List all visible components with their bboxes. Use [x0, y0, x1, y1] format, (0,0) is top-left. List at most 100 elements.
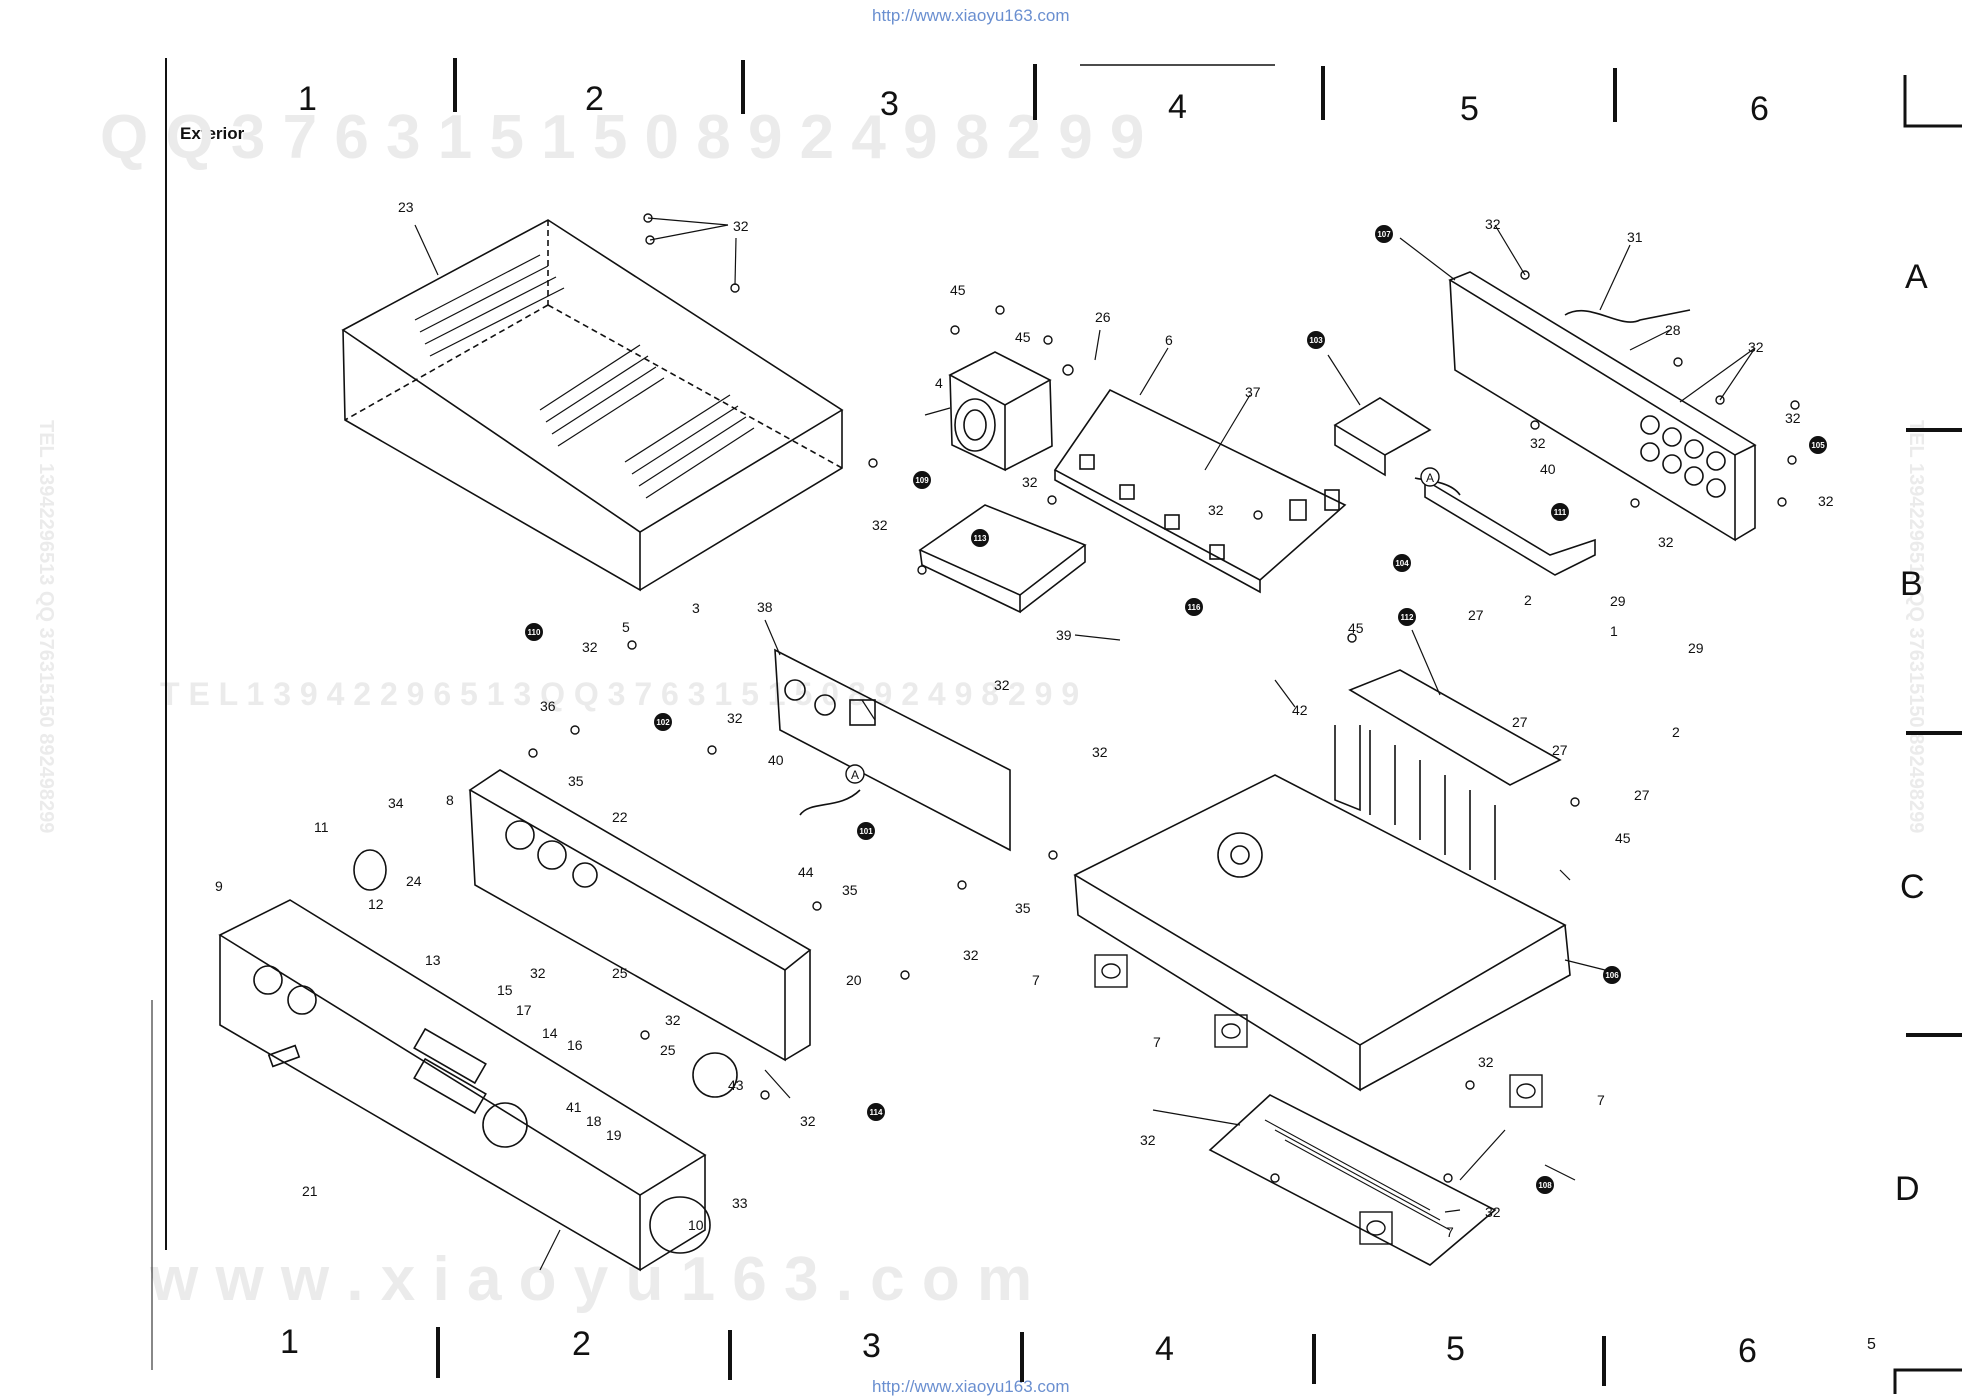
- callout-21: 21: [302, 1183, 318, 1199]
- callout-40: 40: [768, 752, 784, 768]
- ref-callout-113: 113: [974, 534, 987, 543]
- callout-31: 31: [1627, 229, 1643, 245]
- column-label-bottom-4: 4: [1155, 1330, 1174, 1368]
- callout-2: 2: [1672, 724, 1680, 740]
- callout-8: 8: [446, 792, 454, 808]
- callout-27: 27: [1634, 787, 1650, 803]
- connector-markers: A A: [845, 467, 1440, 784]
- callout-32: 32: [1478, 1054, 1494, 1070]
- callout-27: 27: [1512, 714, 1528, 730]
- callout-26: 26: [1095, 309, 1111, 325]
- grid-labels: 1 2 3 4 5 6 1 2 3 4 5 6 A B C D: [280, 80, 1928, 1370]
- callout-7: 7: [1032, 972, 1040, 988]
- column-label-top-5: 5: [1460, 90, 1479, 128]
- callout-40: 40: [1540, 461, 1556, 477]
- screws: [528, 213, 1800, 1183]
- callout-7: 7: [1446, 1224, 1454, 1240]
- callout-6: 6: [1165, 332, 1173, 348]
- watermarks: Q Q 3 7 6 3 1 5 1 5 0 8 9 2 4 9 8 2 9 9 …: [35, 103, 1927, 1314]
- header-url[interactable]: http://www.xiaoyu163.com: [872, 6, 1070, 25]
- callout-32: 32: [994, 677, 1010, 693]
- ref-callout-114: 114: [870, 1108, 883, 1117]
- callout-32: 32: [1658, 534, 1674, 550]
- callout-5: 5: [622, 619, 630, 635]
- callout-42: 42: [1292, 702, 1308, 718]
- callout-44: 44: [798, 864, 814, 880]
- column-label-top-2: 2: [585, 80, 604, 118]
- callout-24: 24: [406, 873, 422, 889]
- feet: [1094, 954, 1543, 1245]
- column-label-bottom-2: 2: [572, 1325, 591, 1363]
- callout-14: 14: [542, 1025, 558, 1041]
- callout-12: 12: [368, 896, 384, 912]
- callout-32: 32: [872, 517, 888, 533]
- callout-9: 9: [215, 878, 223, 894]
- callout-39: 39: [1056, 627, 1072, 643]
- sheet-frame: [151, 58, 1962, 1394]
- callout-32: 32: [1485, 216, 1501, 232]
- column-label-bottom-3: 3: [862, 1327, 881, 1365]
- ref-callout-102: 102: [656, 718, 670, 727]
- callout-33: 33: [732, 1195, 748, 1211]
- callout-25: 25: [612, 965, 628, 981]
- ref-callouts: 107 103 109 113 105 111 104 116 110 112 …: [525, 225, 1827, 1194]
- callout-32: 32: [1530, 435, 1546, 451]
- callout-3: 3: [692, 600, 700, 616]
- callout-45: 45: [1615, 830, 1631, 846]
- callout-41: 41: [566, 1099, 582, 1115]
- column-label-top-3: 3: [880, 85, 899, 123]
- leader-lines: [414, 217, 1756, 1271]
- callout-35: 35: [842, 882, 858, 898]
- watermark-bottom: w w w . x i a o y u 1 6 3 . c o m: [149, 1245, 1032, 1314]
- bottom-chassis: [1073, 669, 1571, 1266]
- callout-25: 25: [660, 1042, 676, 1058]
- callout-32: 32: [1022, 474, 1038, 490]
- callout-32: 32: [1748, 339, 1764, 355]
- ref-callout-116: 116: [1188, 603, 1201, 612]
- ref-callout-105: 105: [1811, 441, 1825, 450]
- watermark-side-left: TEL 13942296513 QQ 376315150 892498299: [35, 420, 57, 833]
- row-label-b: B: [1900, 565, 1923, 603]
- column-label-top-4: 4: [1168, 88, 1187, 126]
- callout-15: 15: [497, 982, 513, 998]
- callout-45: 45: [950, 282, 966, 298]
- callout-32: 32: [530, 965, 546, 981]
- front-panel-assembly: [218, 648, 1011, 1272]
- callout-43: 43: [728, 1077, 744, 1093]
- power-transformer: [918, 351, 1087, 614]
- callout-27: 27: [1552, 742, 1568, 758]
- column-label-top-1: 1: [298, 80, 317, 118]
- callout-7: 7: [1597, 1092, 1605, 1108]
- callout-32: 32: [1818, 493, 1834, 509]
- callout-11: 11: [314, 819, 329, 835]
- callout-16: 16: [567, 1037, 583, 1053]
- callout-38: 38: [757, 599, 773, 615]
- column-label-bottom-6: 6: [1738, 1332, 1757, 1370]
- callout-32: 32: [665, 1012, 681, 1028]
- callout-7: 7: [1153, 1034, 1161, 1050]
- callout-17: 17: [516, 1002, 532, 1018]
- top-cover: [341, 219, 844, 592]
- ref-callout-106: 106: [1605, 971, 1619, 980]
- callout-22: 22: [612, 809, 628, 825]
- ref-callout-107: 107: [1377, 230, 1391, 239]
- page-number: 5: [1867, 1336, 1876, 1353]
- row-label-d: D: [1895, 1170, 1920, 1208]
- watermark-top: Q Q 3 7 6 3 1 5 1 5 0 8 9 2 4 9 8 2 9 9: [100, 103, 1144, 172]
- callout-35: 35: [568, 773, 584, 789]
- callout-1: 1: [1610, 623, 1618, 639]
- callout-29: 29: [1688, 640, 1704, 656]
- section-title: Exterior: [180, 124, 245, 143]
- callout-32: 32: [1785, 410, 1801, 426]
- watermark-side-right: TEL 13942296513 QQ 376315150 892498299: [1905, 420, 1927, 833]
- column-label-bottom-5: 5: [1446, 1330, 1465, 1368]
- callout-28: 28: [1665, 322, 1681, 338]
- row-label-a: A: [1905, 258, 1928, 296]
- callout-23: 23: [398, 199, 414, 215]
- callout-35: 35: [1015, 900, 1031, 916]
- rear-panel: [1333, 271, 1757, 576]
- callout-29: 29: [1610, 593, 1626, 609]
- ref-callout-108: 108: [1538, 1181, 1552, 1190]
